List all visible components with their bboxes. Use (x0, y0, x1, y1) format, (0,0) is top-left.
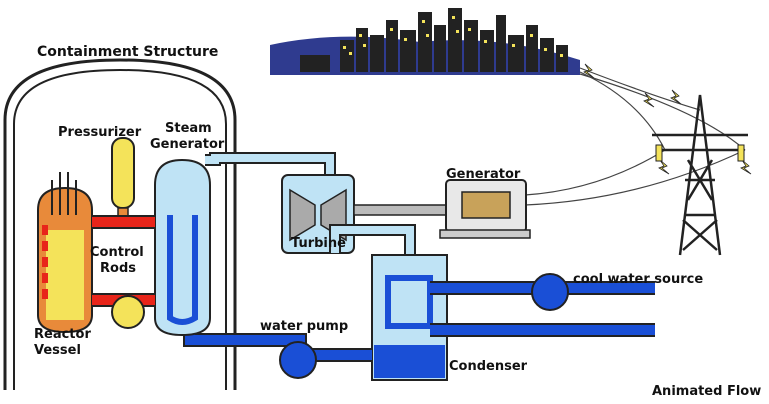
label-steam-generator-line1: Steam (165, 121, 212, 136)
steam-generator (154, 158, 211, 337)
turbine-shaft (353, 204, 455, 216)
label-containment: Containment Structure (37, 44, 218, 60)
label-control-rods-line1: Control (90, 245, 144, 260)
water-pump (279, 341, 317, 379)
label-reactor-vessel-line1: Reactor (34, 327, 91, 342)
condenser (371, 254, 448, 381)
spark-icon (583, 63, 752, 175)
feedwater-loop (183, 300, 372, 379)
turbine-exhaust (329, 224, 416, 255)
label-animated-flow: Animated Flow (652, 384, 761, 399)
containment-structure (3, 58, 237, 390)
transmission-tower-icon (652, 94, 748, 256)
label-steam-generator-line2: Generator (150, 137, 225, 152)
power-lines (524, 67, 746, 206)
label-generator: Generator (446, 167, 521, 182)
primary-pump (111, 295, 145, 329)
primary-loop (42, 215, 155, 329)
label-water-pump: water pump (260, 319, 348, 334)
pressurizer (111, 137, 135, 227)
label-condenser: Condenser (449, 359, 528, 374)
label-cool-water-source: cool water source (573, 272, 703, 287)
label-pressurizer: Pressurizer (58, 125, 142, 140)
label-reactor-vessel-line2: Vessel (34, 343, 81, 358)
control-rods (51, 172, 77, 215)
reactor-vessel (37, 186, 93, 334)
cool-water-pipes (430, 273, 655, 337)
generator (439, 179, 531, 239)
containment-inner-wall (13, 68, 227, 390)
label-control-rods-line2: Rods (100, 261, 136, 276)
label-turbine: Turbine (291, 236, 346, 251)
steam-line (205, 152, 336, 180)
city-skyline-icon (270, 8, 580, 75)
